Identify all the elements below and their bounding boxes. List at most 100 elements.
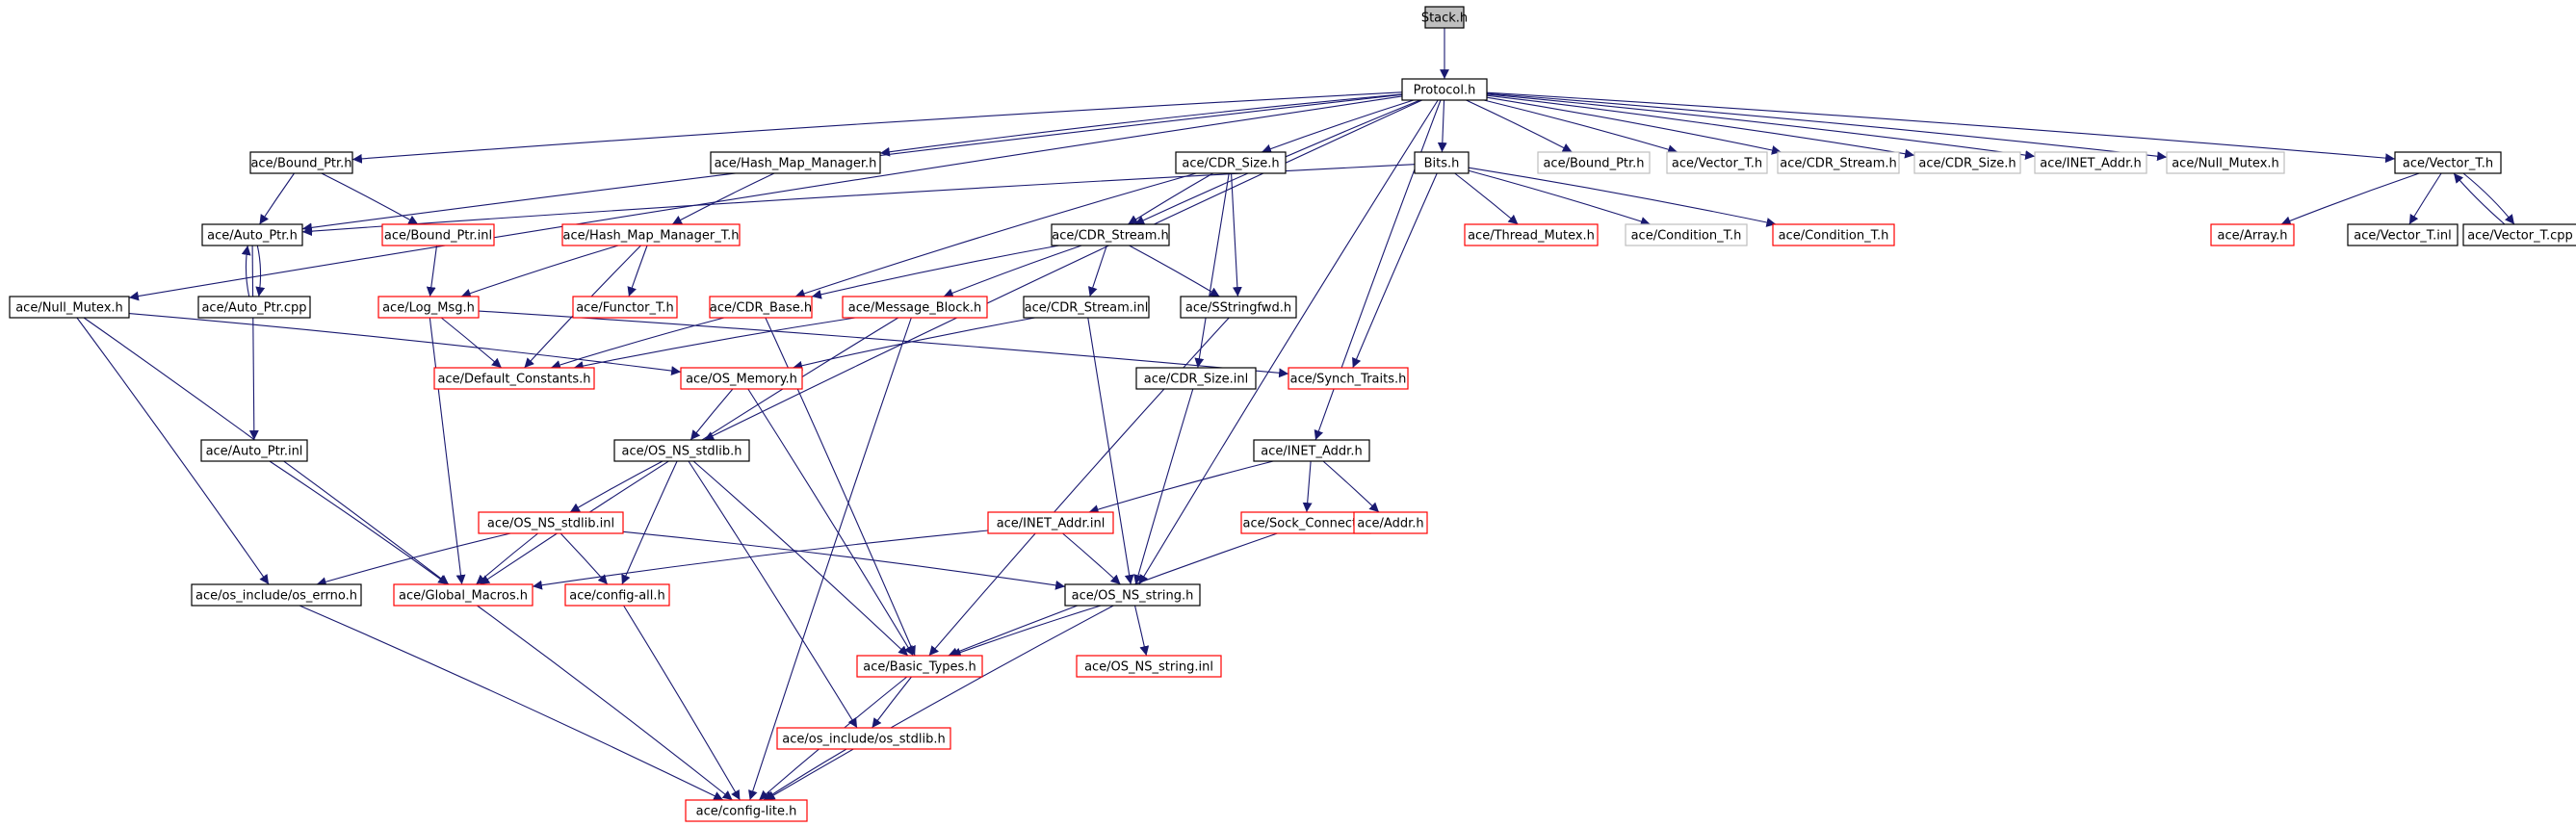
node-config-all[interactable]: ace/config-all.h <box>564 583 670 607</box>
node-log-msg[interactable]: ace/Log_Msg.h <box>377 296 480 319</box>
node-protocol[interactable]: Protocol.h <box>1401 78 1488 101</box>
edge-protocol-to-hash_map <box>879 93 1403 157</box>
node-bits[interactable]: Bits.h <box>1414 151 1470 174</box>
node-vector-t-cpp[interactable]: ace/Vector_T.cpp <box>2462 223 2576 246</box>
node-auto-ptr-cpp[interactable]: ace/Auto_Ptr.cpp <box>197 296 311 319</box>
node-array[interactable]: ace/Array.h <box>2210 223 2295 246</box>
node-label: ace/Basic_Types.h <box>863 660 976 675</box>
edge-inet_addr_inl-to-os_ns_string <box>1062 532 1121 585</box>
node-condition-t-red[interactable]: ace/Condition_T.h <box>1772 223 1895 246</box>
node-label: ace/Condition_T.h <box>1631 229 1742 244</box>
edge-os_ns_stdlib_inl-to-os_ns_string <box>622 530 1066 590</box>
node-label: ace/Global_Macros.h <box>399 589 528 604</box>
node-cdr-base[interactable]: ace/CDR_Base.h <box>709 296 813 319</box>
node-box <box>1401 78 1488 101</box>
node-auto-ptr[interactable]: ace/Auto_Ptr.h <box>201 223 303 246</box>
node-os-ns-string-inl[interactable]: ace/OS_NS_string.inl <box>1076 655 1222 678</box>
edge-os_ns_string-to-basic_types <box>950 605 1102 658</box>
node-functor-t[interactable]: ace/Functor_T.h <box>572 296 678 319</box>
node-vector-t[interactable]: ace/Vector_T.h <box>2394 151 2502 174</box>
edge-inet_addr-to-sock_connect <box>1302 460 1313 513</box>
node-addr[interactable]: ace/Addr.h <box>1353 511 1428 534</box>
edge-inet_addr-to-inet_addr_inl <box>1088 460 1274 514</box>
node-vector-t-inl[interactable]: ace/Vector_T.inl <box>2347 223 2459 246</box>
node-label: ace/Condition_T.h <box>1779 229 1889 244</box>
node-g-null-mutex[interactable]: ace/Null_Mutex.h <box>2166 151 2285 174</box>
node-label: ace/Log_Msg.h <box>382 301 475 316</box>
node-inet-addr[interactable]: ace/INET_Addr.h <box>1253 439 1370 462</box>
node-box <box>1064 583 1201 607</box>
edge-protocol-to-null_mutex <box>128 95 1403 301</box>
node-g-inet-addr[interactable]: ace/INET_Addr.h <box>2034 151 2147 174</box>
edge-inet_addr_inl-to-global_macros <box>532 530 989 590</box>
node-label: ace/Vector_T.h <box>1672 157 1762 171</box>
node-basic-types[interactable]: ace/Basic_Types.h <box>856 655 983 678</box>
node-null-mutex[interactable]: ace/Null_Mutex.h <box>9 296 130 319</box>
node-label: ace/INET_Addr.h <box>1261 445 1362 459</box>
node-bound-ptr[interactable]: ace/Bound_Ptr.h <box>249 151 353 174</box>
node-config-lite[interactable]: ace/config-lite.h <box>685 799 808 822</box>
node-synch-traits[interactable]: ace/Synch_Traits.h <box>1288 367 1409 390</box>
node-box <box>776 727 951 750</box>
node-message-block[interactable]: ace/Message_Block.h <box>842 296 988 319</box>
node-hash-map[interactable]: ace/Hash_Map_Manager.h <box>710 151 881 174</box>
edge-vector_t_cpp-to-vector_t <box>2453 172 2506 225</box>
node-box <box>381 223 495 246</box>
node-os-stdlib[interactable]: ace/os_include/os_stdlib.h <box>776 727 951 750</box>
node-thread-mutex[interactable]: ace/Thread_Mutex.h <box>1464 223 1599 246</box>
node-box <box>249 151 353 174</box>
node-box <box>478 511 624 534</box>
edge-os_ns_string-to-os_ns_string_inl <box>1133 605 1150 657</box>
node-inet-addr-inl[interactable]: ace/INET_Addr.inl <box>987 511 1114 534</box>
node-g-bound-ptr[interactable]: ace/Bound_Ptr.h <box>1537 151 1651 174</box>
node-label: ace/CDR_Stream.inl <box>1025 301 1149 316</box>
node-os-ns-stdlib-inl[interactable]: ace/OS_NS_stdlib.inl <box>478 511 624 534</box>
node-label: ace/CDR_Stream.h <box>1052 229 1169 244</box>
edge-cdr_stream-to-message_block <box>943 245 1082 297</box>
node-box <box>393 583 533 607</box>
edge-os_ns_stdlib_inl-to-config_all <box>559 532 609 585</box>
node-default-constants[interactable]: ace/Default_Constants.h <box>433 367 595 390</box>
edge-bits-to-thread_mutex <box>1454 172 1519 225</box>
edge-protocol-to-bits <box>1437 99 1447 153</box>
edge-bits-to-auto_ptr <box>301 164 1416 237</box>
node-sock-connect[interactable]: ace/Sock_Connect.h <box>1240 511 1371 534</box>
node-label: ace/Vector_T.cpp <box>2467 229 2573 244</box>
node-auto-ptr-inl[interactable]: ace/Auto_Ptr.inl <box>200 439 308 462</box>
node-condition-t[interactable]: ace/Condition_T.h <box>1625 223 1748 246</box>
node-label: ace/Vector_T.inl <box>2354 229 2451 244</box>
node-hash-map-t[interactable]: ace/Hash_Map_Manager_T.h <box>561 223 741 246</box>
node-box <box>2034 151 2147 174</box>
node-cdr-size-inl[interactable]: ace/CDR_Size.inl <box>1135 367 1257 390</box>
edge-protocol-to-g_cdr_size <box>1486 94 1915 159</box>
edge-global_macros-to-config_lite <box>477 605 733 801</box>
edge-cdr_size-to-sstringfwd <box>1231 172 1242 297</box>
edge-protocol-to-bound_ptr <box>351 91 1403 164</box>
node-os-ns-string[interactable]: ace/OS_NS_string.h <box>1064 583 1201 607</box>
node-g-cdr-size[interactable]: ace/CDR_Size.h <box>1913 151 2021 174</box>
node-cdr-size[interactable]: ace/CDR_Size.h <box>1175 151 1287 174</box>
edge-protocol-to-inet_addr <box>1314 99 1442 441</box>
edge-cdr_size-to-cdr_size_inl <box>1194 172 1230 369</box>
node-os-memory[interactable]: ace/OS_Memory.h <box>680 367 803 390</box>
node-cdr-stream-inl[interactable]: ace/CDR_Stream.inl <box>1023 296 1150 319</box>
node-cdr-stream[interactable]: ace/CDR_Stream.h <box>1051 223 1170 246</box>
edge-os_stdlib-to-config_lite <box>763 748 847 801</box>
node-os-ns-stdlib[interactable]: ace/OS_NS_stdlib.h <box>613 439 750 462</box>
node-label: ace/Addr.h <box>1357 517 1423 531</box>
node-g-vector-t[interactable]: ace/Vector_T.h <box>1666 151 1768 174</box>
node-sstringfwd[interactable]: ace/SStringfwd.h <box>1180 296 1297 319</box>
node-box <box>1180 296 1297 319</box>
edge-cdr_base-to-basic_types <box>765 317 916 657</box>
node-global-macros[interactable]: ace/Global_Macros.h <box>393 583 533 607</box>
node-g-cdr-stream[interactable]: ace/CDR_Stream.h <box>1777 151 1900 174</box>
node-os-errno[interactable]: ace/os_include/os_errno.h <box>191 583 362 607</box>
node-box <box>2462 223 2576 246</box>
node-box <box>2347 223 2459 246</box>
edge-cdr_size_inl-to-os_ns_string <box>1133 388 1194 585</box>
edge-layer <box>76 28 2515 801</box>
node-box <box>2394 151 2502 174</box>
edge-cdr_stream-to-cdr_base <box>811 245 1059 299</box>
node-bound-ptr-inl[interactable]: ace/Bound_Ptr.inl <box>381 223 495 246</box>
